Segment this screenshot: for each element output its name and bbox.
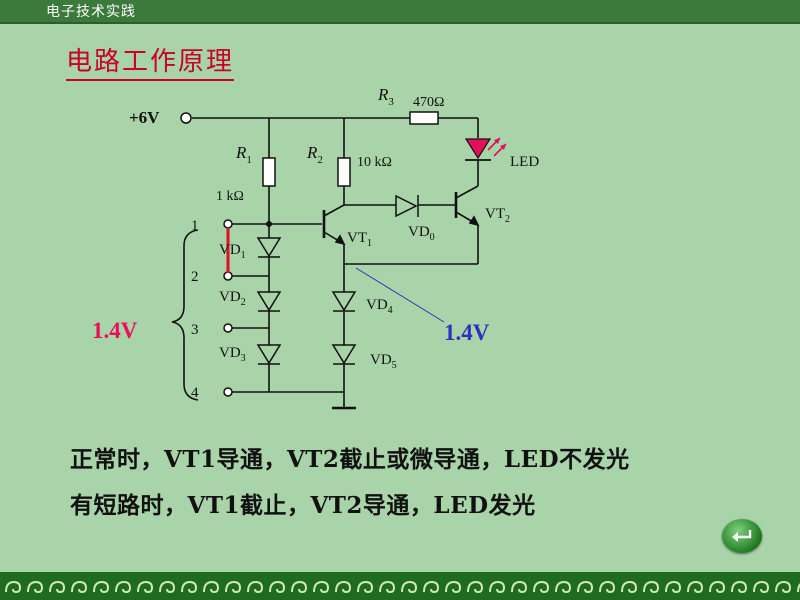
vt1-label: VT1 (347, 230, 372, 249)
diode-vd3 (256, 344, 282, 365)
footer-scroll-ornament (225, 580, 242, 594)
r1-value: 1 kΩ (216, 189, 244, 204)
supply-terminal (180, 112, 192, 124)
footer-scroll-ornament (467, 580, 484, 594)
diode-vd5 (331, 344, 357, 365)
footer-scroll-ornament (643, 580, 660, 594)
transistor-vt1 (322, 204, 346, 246)
footer-scroll-ornament (775, 580, 792, 594)
diode-vd0 (395, 194, 419, 218)
footer-scroll-ornament (335, 580, 352, 594)
resistor-r2 (337, 157, 351, 187)
footer-scroll-ornament (115, 580, 132, 594)
footer-scroll-ornament (687, 580, 704, 594)
footer-scroll-ornament (445, 580, 462, 594)
vt2-label: VT2 (485, 206, 510, 225)
junction-dot (266, 221, 272, 227)
footer-scroll-ornament (511, 580, 528, 594)
voltage-pointer-line (355, 267, 445, 323)
footer-scroll-ornament (5, 580, 22, 594)
footer-scroll-ornament (181, 580, 198, 594)
diode-vd2 (256, 291, 282, 312)
vd5-label: VD5 (370, 352, 397, 371)
terminal-1-label: 1 (191, 218, 199, 234)
vd3-label: VD3 (219, 345, 246, 364)
footer-scroll-ornament (159, 580, 176, 594)
vd4-label: VD4 (366, 297, 393, 316)
r3-label: R3 (377, 85, 394, 108)
r2-value: 10 kΩ (357, 155, 392, 170)
voltage-right-label: 1.4V (444, 320, 490, 345)
terminal-2-label: 2 (191, 269, 199, 285)
led-symbol (464, 137, 507, 161)
resistor-r1 (262, 157, 276, 187)
footer-scroll-ornament (357, 580, 374, 594)
terminal-2 (223, 271, 233, 281)
r3-value: 470Ω (413, 95, 444, 110)
footer-scroll-ornament (533, 580, 550, 594)
explanation-line-2: 有短路时，VT1截止，VT2导通，LED发光 (70, 492, 536, 519)
terminal-3-label: 3 (191, 322, 199, 338)
footer-scroll-ornament (555, 580, 572, 594)
vd1-label: VD1 (219, 242, 246, 261)
footer-scroll-ornament (27, 580, 44, 594)
footer-scroll-ornament (621, 580, 638, 594)
footer-scroll-ornament (49, 580, 66, 594)
footer-scroll-ornament (137, 580, 154, 594)
footer-border (0, 572, 800, 600)
footer-scroll-ornament (709, 580, 726, 594)
footer-scroll-ornament (291, 580, 308, 594)
footer-scroll-ornament (313, 580, 330, 594)
footer-scroll-ornament (489, 580, 506, 594)
footer-scroll-ornament (71, 580, 88, 594)
footer-scroll-ornament (423, 580, 440, 594)
footer-scroll-ornament (665, 580, 682, 594)
back-button[interactable] (722, 519, 762, 553)
course-title: 电子技术实践 (46, 4, 136, 20)
explanation-line-1: 正常时，VT1导通，VT2截止或微导通，LED不发光 (70, 446, 630, 473)
footer-scroll-ornament (401, 580, 418, 594)
terminal-4-label: 4 (191, 385, 199, 401)
footer-scroll-ornament (269, 580, 286, 594)
diode-vd1 (256, 237, 282, 258)
brace (171, 229, 199, 401)
footer-scroll-ornament (731, 580, 748, 594)
footer-scroll-ornament (247, 580, 264, 594)
slide-title: 电路工作原理 (66, 46, 235, 81)
footer-scroll-ornament (599, 580, 616, 594)
transistor-vt2 (454, 185, 480, 227)
return-arrow-icon (732, 530, 752, 542)
vd2-label: VD2 (219, 289, 246, 308)
led-label: LED (510, 154, 539, 170)
terminal-4 (223, 387, 233, 397)
footer-scroll-ornament (379, 580, 396, 594)
footer-scroll-ornament (203, 580, 220, 594)
diode-vd4 (331, 291, 357, 312)
footer-scroll-ornament (93, 580, 110, 594)
supply-label: +6V (129, 108, 160, 127)
voltage-left-label: 1.4V (92, 318, 138, 343)
terminal-1 (223, 219, 233, 229)
r2-label: R2 (306, 143, 323, 166)
footer-scroll-ornament (577, 580, 594, 594)
terminal-3 (223, 323, 233, 333)
wires (192, 117, 479, 410)
vd0-label: VD0 (408, 224, 435, 243)
header-bar: 电子技术实践 (0, 0, 800, 24)
r1-label: R1 (235, 143, 252, 166)
footer-scroll-ornament (753, 580, 770, 594)
resistor-r3 (409, 111, 439, 125)
